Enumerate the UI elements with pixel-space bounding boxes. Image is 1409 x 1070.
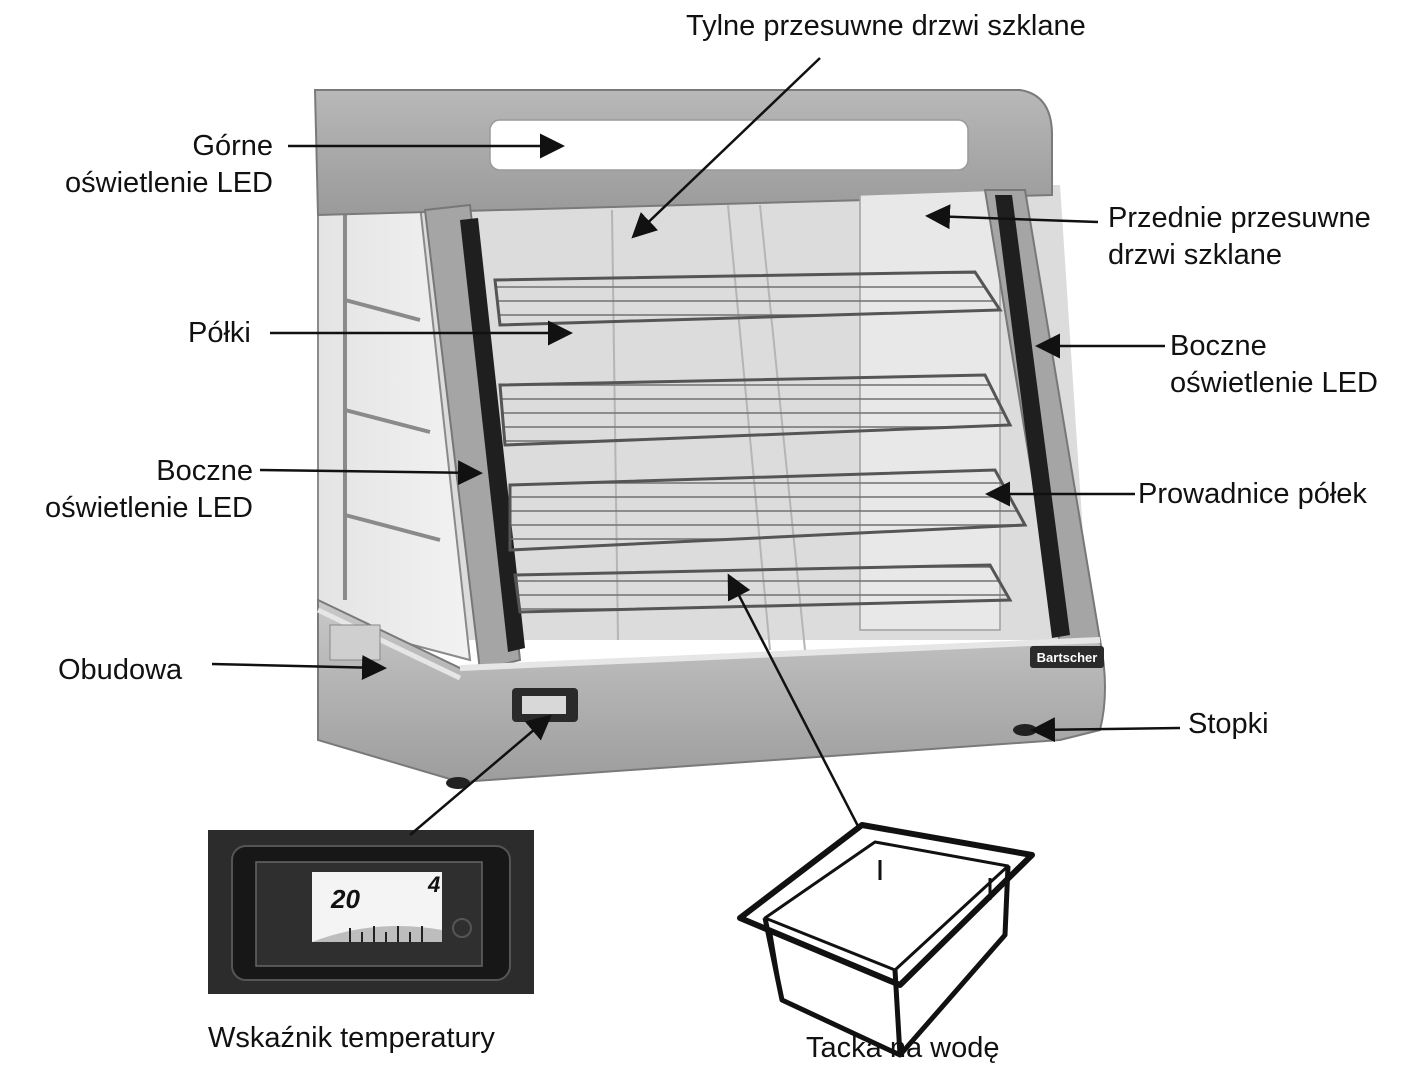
label-housing: Obudowa <box>58 654 183 686</box>
water-tray-drawing <box>737 822 1035 1058</box>
temperature-indicator-inset: 20 4 <box>208 830 534 994</box>
leader-front-doors <box>925 204 1099 230</box>
label-side-led-left: Boczne oświetlenie LED <box>45 455 253 524</box>
leader-water-tray <box>727 573 862 831</box>
cabinet-base <box>317 598 1106 784</box>
label-rear-doors: Tylne przesuwne drzwi szklane <box>686 10 1086 42</box>
label-front-doors: Przednie przesuwne drzwi szklane <box>1108 202 1371 271</box>
celsius-symbol <box>452 918 472 938</box>
label-water-tray: Tacka na wodę <box>806 1032 1000 1064</box>
label-shelf-guides: Prowadnice półek <box>1138 478 1367 510</box>
brand-text: Bartscher <box>1037 650 1098 665</box>
left-side-rails <box>343 210 441 600</box>
label-temp-indicator: Wskaźnik temperatury <box>208 1022 495 1054</box>
label-shelves: Półki <box>188 317 251 349</box>
cabinet: Bartscher <box>313 89 1106 789</box>
brand-badge <box>1030 646 1104 668</box>
callout-lines <box>211 57 1181 836</box>
shelf-2 <box>498 373 1013 447</box>
leader-side-led-left <box>259 460 483 486</box>
leader-temp-indicator <box>409 714 552 836</box>
leader-rear-doors <box>631 57 821 239</box>
label-feet: Stopki <box>1188 708 1269 740</box>
leader-housing <box>211 655 387 681</box>
shelf-3 <box>508 468 1028 552</box>
label-side-led-right: Boczne oświetlenie LED <box>1170 330 1378 399</box>
shelf-1 <box>493 270 1003 327</box>
shelves <box>493 270 1028 614</box>
label-top-led: Górne oświetlenie LED <box>65 130 273 199</box>
gauge-reading-4: 4 <box>427 872 440 897</box>
side-plate <box>329 624 381 661</box>
gauge-reading-20: 20 <box>330 884 360 914</box>
front-frame-left <box>423 203 522 672</box>
water-tray-in-cabinet <box>513 563 1013 614</box>
foot-right <box>1013 724 1037 736</box>
front-led-right <box>995 195 1070 638</box>
leader-feet <box>1030 717 1181 743</box>
foot-left <box>446 777 470 789</box>
